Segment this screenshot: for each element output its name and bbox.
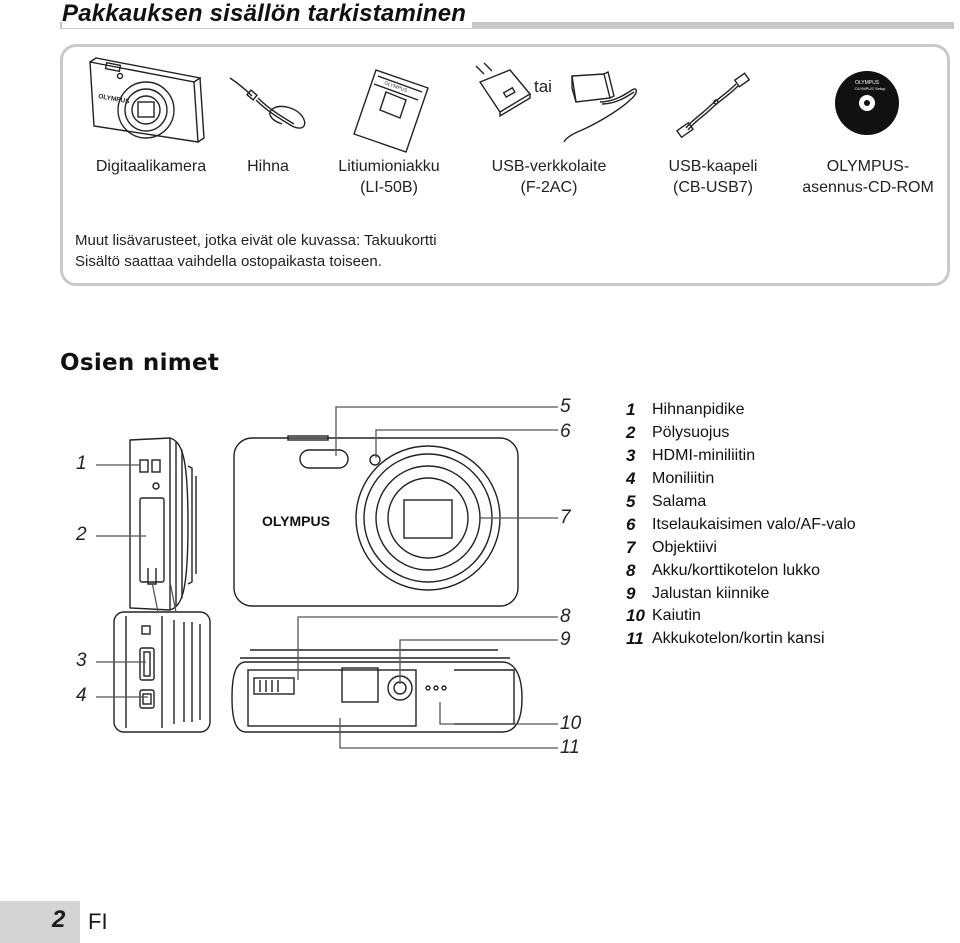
callout-1: 1 (76, 453, 87, 474)
section-title: Osien nimet (60, 350, 220, 376)
callout-9: 9 (560, 629, 571, 650)
package-contents-box (60, 44, 950, 286)
usb-adapter-cable-icon (563, 70, 637, 143)
cd-setup-text: OLYMPUS Setup (855, 86, 887, 91)
strap-icon (229, 77, 306, 129)
battery-icon: OLYMPUS (353, 69, 429, 153)
usb-cable-icon (675, 72, 751, 139)
callout-11: 11 (560, 737, 580, 758)
header-bar (60, 22, 954, 29)
page-language: FI (88, 909, 108, 934)
item-label-cd-rom: OLYMPUS- asennus-CD-ROM (802, 158, 934, 196)
closeup-connector-line (151, 581, 177, 613)
callout-4: 4 (76, 685, 87, 706)
callout-5: 5 (560, 396, 571, 417)
camera-bottom-view (231, 649, 523, 733)
note-contents-vary: Sisältö saattaa vaihdella ostopaikasta t… (75, 253, 382, 270)
cd-rom-icon: OLYMPUS OLYMPUS Setup (835, 71, 899, 135)
cd-brand-text: OLYMPUS (855, 80, 880, 86)
item-label-camera: Digitaalikamera (95, 158, 207, 175)
item-label-strap: Hihna (247, 158, 289, 175)
usb-adapter-icon (475, 62, 532, 118)
camera-icon: OLYMPUS (89, 57, 205, 143)
item-label-usb-cable: USB-kaapeli (CB-USB7) (668, 158, 758, 196)
page-number: 2 (52, 906, 66, 933)
callout-2: 2 (76, 524, 87, 545)
camera-front-brand: OLYMPUS (262, 513, 330, 529)
page-title: Pakkauksen sisällön tarkistaminen (62, 0, 473, 28)
note-accessories: Muut lisävarusteet, jotka eivät ole kuva… (75, 232, 437, 249)
page-number-tab (0, 901, 80, 943)
callout-10: 10 (560, 713, 582, 734)
callout-3: 3 (76, 650, 87, 671)
callout-8: 8 (560, 606, 571, 627)
or-label: tai (534, 77, 552, 96)
callout-6: 6 (560, 421, 571, 442)
callout-7: 7 (560, 507, 571, 528)
camera-side-closeup (113, 611, 211, 733)
item-label-battery: Litiumioniakku (LI-50B) (338, 158, 440, 196)
item-label-usb-adapter: USB-verkkolaite (F-2AC) (491, 158, 607, 196)
